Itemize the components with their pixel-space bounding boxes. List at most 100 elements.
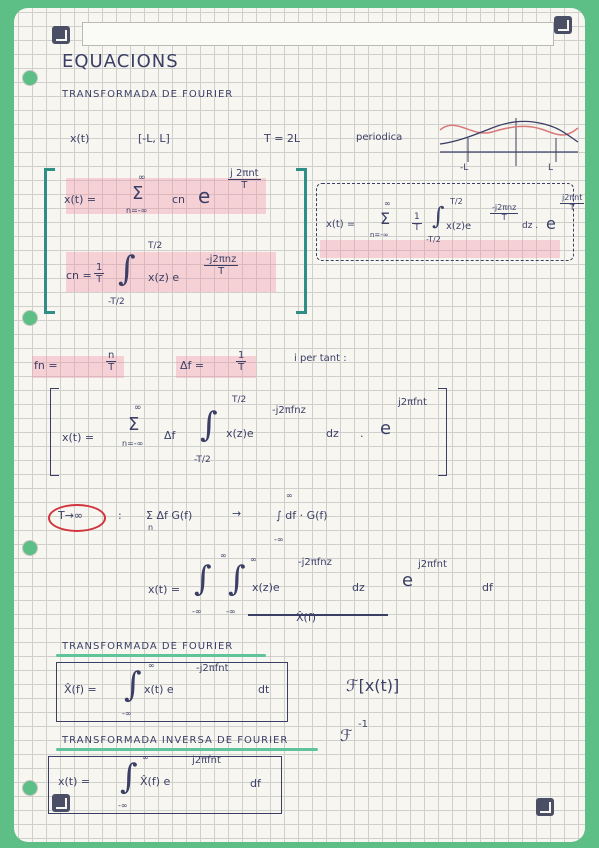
- integral-sign: ∫: [194, 559, 212, 599]
- periodic-label: periodica: [356, 132, 403, 143]
- corner-marker-icon: [52, 26, 70, 44]
- sum-df-integrand: x(z)e: [226, 427, 254, 440]
- fn-fraction: n T: [106, 350, 117, 373]
- fourier-operator: ℱ[x(t)]: [346, 676, 400, 695]
- sum-upper: ∞: [138, 173, 146, 183]
- int-lower: -∞: [226, 607, 236, 616]
- highlight: [32, 356, 124, 378]
- corner-marker-icon: [536, 798, 554, 816]
- int-lower: -T/2: [108, 297, 125, 307]
- inverse-operator: ℱ: [340, 726, 353, 745]
- df-fraction: 1 T: [236, 350, 247, 373]
- coef-lhs: cn =: [66, 269, 92, 282]
- limit-sum: Σ Δf G(f): [146, 509, 193, 522]
- sum-df-exp-base: e: [380, 418, 392, 439]
- int-lower: -T/2: [426, 235, 441, 244]
- exp-numerator: j 2πnt: [228, 168, 261, 180]
- frac-numerator: 1: [236, 350, 247, 362]
- bracket-right: [438, 388, 447, 476]
- integral-sign: ∫: [120, 757, 138, 797]
- corner-marker-icon: [554, 16, 572, 34]
- exp-numerator: -j2πnz: [204, 254, 239, 266]
- exp-numerator: -j2πnz: [490, 203, 519, 214]
- combined-dz: dz .: [522, 221, 539, 231]
- sum-upper: ∞: [134, 403, 142, 413]
- double-exp-base: e: [402, 570, 414, 591]
- header-field: [82, 22, 554, 46]
- fourier-exponent: -j2πfnt: [196, 663, 229, 674]
- signal-label: x(t): [70, 132, 90, 145]
- frac-denominator: T: [414, 222, 420, 233]
- combined-fraction: 1 T: [412, 212, 422, 234]
- highlight: [66, 252, 276, 292]
- double-lhs: x(t) =: [148, 583, 181, 596]
- series-coef: cn: [172, 193, 186, 206]
- series-bracket-right: [296, 168, 307, 314]
- sum-df-delta: Δf: [164, 429, 176, 442]
- frac-denominator: T: [238, 362, 245, 373]
- double-dz: dz: [352, 581, 365, 594]
- inverse-operator-exp: -1: [358, 719, 368, 730]
- combined-exponent: -j2πnz T: [490, 203, 519, 223]
- sum-df-dot: .: [360, 427, 364, 440]
- int-lower: -∞: [118, 801, 128, 810]
- int-upper: ∞: [148, 661, 155, 670]
- combined-exp-base: e: [546, 214, 556, 233]
- combined-formula-box: [316, 183, 574, 261]
- limit-colon: :: [118, 509, 122, 522]
- underbrace: [248, 614, 388, 616]
- punch-hole: [22, 310, 38, 326]
- limit-int: ∫ df · G(f): [276, 509, 328, 522]
- limit-int-top: ∞: [286, 491, 293, 500]
- graph-tick-neg: -L: [460, 163, 469, 173]
- sum-upper: ∞: [384, 199, 391, 208]
- frac-numerator: 1: [412, 212, 422, 224]
- limit-sum-sub: n: [148, 523, 154, 532]
- fourier-formula-box: [56, 662, 288, 722]
- inverse-integrand: X̂(f) e: [140, 775, 171, 788]
- inverse-formula-box: [48, 756, 282, 814]
- heading-underline: [56, 748, 318, 751]
- int-upper: ∞: [250, 555, 257, 564]
- int-lower: -∞: [192, 607, 202, 616]
- coef-integrand: x(z) e: [148, 271, 180, 284]
- double-df: df: [482, 581, 493, 594]
- exp-denominator: T: [569, 202, 575, 212]
- limit-arrow: →: [232, 507, 242, 520]
- limit-circle: [48, 504, 106, 532]
- int-upper: T/2: [232, 395, 247, 405]
- integral-sign: ∫: [124, 665, 142, 705]
- int-lower: -T/2: [194, 455, 211, 465]
- fourier-dt: dt: [258, 683, 270, 696]
- series-exp-base: e: [198, 184, 211, 208]
- corner-marker-icon: [52, 794, 70, 812]
- int-upper: ∞: [220, 551, 227, 560]
- periodic-signal-sketch: [439, 118, 579, 166]
- sum-symbol: Σ: [132, 183, 144, 204]
- exp-denominator: T: [218, 266, 225, 277]
- integral-sign: ∫: [228, 559, 246, 599]
- series-lhs: x(t) =: [64, 193, 97, 206]
- series-bracket-left: [44, 168, 55, 314]
- integral-sign: ∫: [200, 405, 218, 445]
- fn-lhs: fn =: [34, 359, 58, 372]
- graph-tick-pos: L: [548, 163, 554, 173]
- inverse-lhs: x(t) =: [58, 775, 91, 788]
- int-upper: T/2: [148, 241, 163, 251]
- double-integrand: x(z)e: [252, 581, 280, 594]
- limit-int-bot: -∞: [274, 535, 284, 544]
- double-exponent-2: j2πfnt: [418, 559, 447, 570]
- highlight: [320, 240, 560, 258]
- highlight: [66, 178, 266, 214]
- frac-numerator: n: [106, 350, 117, 362]
- bracket-left: [50, 388, 59, 476]
- combined-integrand: x(z)e: [446, 221, 472, 232]
- exp-denominator: T: [241, 180, 248, 191]
- section-heading: TRANSFORMADA DE FOURIER: [62, 641, 234, 652]
- punch-hole: [22, 70, 38, 86]
- double-exponent: -j2πfnz: [298, 557, 332, 568]
- punch-hole: [22, 540, 38, 556]
- integral-sign: ∫: [432, 202, 445, 230]
- punch-hole: [22, 780, 38, 796]
- df-lhs: Δf =: [180, 359, 205, 372]
